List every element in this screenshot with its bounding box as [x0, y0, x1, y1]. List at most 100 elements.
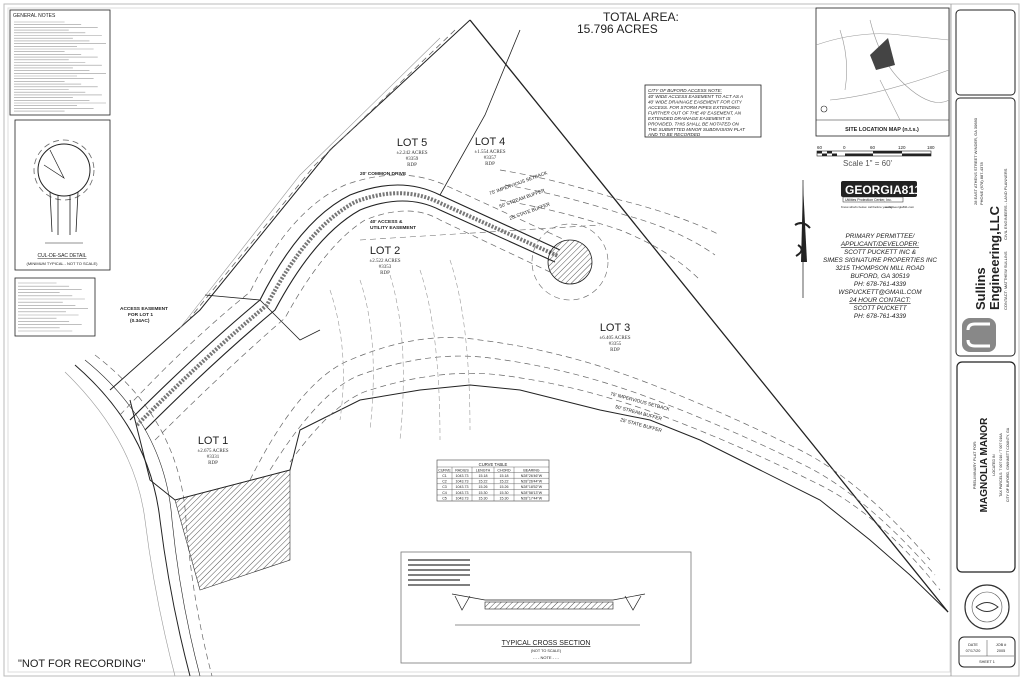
access-drive	[119, 174, 566, 441]
curve-table-cell: N28°26'46"W	[521, 474, 543, 478]
legend-box	[14, 277, 96, 337]
curve-table-cell: 15.30	[500, 496, 509, 500]
cross-section-subtitle: (NOT TO SCALE)	[531, 649, 562, 653]
typical-cross-section: TYPICAL CROSS SECTION (NOT TO SCALE) - -…	[400, 551, 692, 664]
project-location: LOCATED IN	[992, 454, 996, 476]
curve-table-cell: 15.22	[479, 480, 488, 484]
lot-code: RDP	[610, 348, 620, 353]
curve-table-cell: 1043.73	[456, 480, 469, 484]
lot-acres: ±2.242 ACRES	[396, 151, 427, 156]
access-note-line: AND TO BE RECORDED	[647, 132, 701, 137]
job-value: 2005	[997, 649, 1005, 653]
contact-phone: PH: 678-761-4339	[854, 313, 907, 320]
access-note-line: THE SUBMITTED MINOR SUBDIVISION PLAT	[648, 127, 746, 132]
access-note-line: PROVIDED. THIS SHALL BE NOTATED ON	[648, 122, 740, 127]
curve-table-cell: 15.22	[500, 480, 509, 484]
engineer-seal	[964, 584, 1010, 630]
curve-table-cell: 15.30	[500, 491, 509, 495]
curve-table-cell: C2	[442, 480, 447, 484]
project-city: CITY OF BUFORD, GWINNETT COUNTY, GA	[1006, 427, 1010, 502]
lot-name: LOT 4	[475, 136, 505, 148]
firm-contact: CONTACT: MATTHEW SULLINS	[1003, 251, 1008, 310]
curve-table-cell: 15.26	[500, 485, 509, 489]
firm-name: Engineering,LLC	[987, 205, 1002, 310]
georgia811-tagline: Utilities Protection Center, Inc.	[845, 198, 892, 202]
cul-de-sac-subtitle: (MINIMUM TYPICAL - NOT TO SCALE)	[27, 261, 99, 266]
cross-section-title: TYPICAL CROSS SECTION	[502, 640, 591, 647]
access-easement-label: UTILITY EASEMENT	[370, 225, 416, 231]
sheet-border	[3, 3, 1020, 677]
firm-role: CIVIL ENGINEERS - LAND PLANNERS	[1003, 168, 1008, 240]
contact-name: SCOTT PUCKETT	[853, 305, 907, 312]
lot-name: LOT 2	[370, 245, 400, 257]
lot1-easement-label: ACCESS EASEMENT	[120, 306, 168, 312]
plat-for-label: PRELIMINARY PLAT FOR:	[972, 441, 977, 489]
curve-table-header: BEARING	[523, 469, 539, 473]
curve-table-cell: 15.18	[479, 474, 488, 478]
lot1-easement-label: FOR LOT 1	[128, 312, 153, 318]
access-note-line: EXTENDED DRAINAGE EASEMENT IS	[648, 116, 731, 121]
total-area-value: 15.796 ACRES	[577, 22, 658, 36]
curve-table-cell: N28°26'44"W	[521, 480, 543, 484]
drawing-frame	[7, 7, 951, 673]
curve-table-cell: N28°17'44"W	[521, 496, 543, 500]
curve-table-cell: C1	[442, 474, 447, 478]
curve-table-cell: 1043.73	[456, 485, 469, 489]
georgia811-logo: GEORGIA811 Utilities Protection Center, …	[841, 181, 921, 209]
title-block: Sullins Engineering,LLC 28 EAST ATHENS S…	[950, 4, 1016, 676]
sullins-logo-icon	[962, 318, 996, 352]
curve-table-cell: C4	[442, 491, 447, 495]
lot-4-label: LOT 4 ±1.554 ACRES #3357 RDP	[474, 136, 505, 167]
curve-table-header: CURVE	[438, 469, 451, 473]
scale-tick-label: 60	[870, 145, 876, 150]
lot-acres: ±6.405 ACRES	[599, 336, 630, 341]
date-value: 07/17/20	[966, 649, 981, 653]
lot-code: RDP	[380, 271, 390, 276]
lot-5-label: LOT 5 ±2.242 ACRES #3359 RDP	[396, 137, 427, 168]
curve-table-header: RADIUS	[455, 469, 469, 473]
lot-code: RDP	[208, 461, 218, 466]
curve-table-cell: C3	[442, 485, 447, 489]
curve-table-cell: 1043.73	[456, 491, 469, 495]
curve-table-cell: 1043.73	[456, 496, 469, 500]
scale-label: Scale 1" = 60'	[843, 159, 893, 168]
site-parcel	[870, 38, 895, 70]
stream-buffers	[249, 169, 941, 591]
scale-tick-label: 60	[817, 145, 823, 150]
lot-acres: ±2.675 ACRES	[197, 449, 228, 454]
lot-2-label: LOT 2 ±2.522 ACRES #3353 RDP	[369, 245, 400, 276]
curve-table-cell: C5	[442, 496, 447, 500]
date-label: DATE	[968, 643, 978, 647]
permittee-line: WSPUCKETT@GMAIL.COM	[838, 289, 922, 296]
curve-table-cell: 15.26	[479, 485, 488, 489]
curve-table-cell: N28°18'52"W	[521, 485, 543, 489]
access-note-line: 40' WIDE DRAINAGE EASEMENT FOR CITY	[648, 100, 743, 105]
access-easement-label: 40' ACCESS &	[370, 219, 403, 225]
curve-table-cell: 1043.73	[456, 474, 469, 478]
lot-name: LOT 1	[198, 435, 228, 447]
site-location-map: SITE LOCATION MAP (n.t.s.)	[815, 7, 950, 137]
scale-bar: 60 0 60 120 180 Scale 1" = 60'	[816, 145, 935, 168]
firm-name: Sullins	[973, 267, 988, 310]
firm-address: 28 EAST ATHENS STREET WINDER, GA 30680	[973, 117, 978, 205]
curve-table-cell: 15.18	[500, 474, 509, 478]
general-notes: GENERAL NOTES	[9, 9, 111, 116]
curve-table-cell: 15.30	[479, 496, 488, 500]
north-arrow-icon	[794, 180, 811, 298]
lot-number: #3331	[207, 455, 220, 460]
curve-table-cell: 15.30	[479, 491, 488, 495]
permittee-line: 3215 THOMPSON MILL ROAD	[835, 265, 924, 272]
permittee-block: PRIMARY PERMITTEE/ APPLICANT/DEVELOPER: …	[823, 233, 937, 320]
lot-code: RDP	[407, 163, 417, 168]
project-parcels: TAX PARCELS: 7 007 016 / 7 007 016A	[999, 433, 1003, 497]
access-note-line: ACCESS. FOR STORM PIPES EXTENDING	[647, 105, 740, 110]
contact-heading: 24 HOUR CONTACT:	[848, 297, 910, 304]
lot-number: #3359	[406, 157, 419, 162]
permittee-heading: PRIMARY PERMITTEE/	[846, 233, 916, 240]
georgia811-subtext: Know what's below. call before you dig.	[841, 205, 893, 209]
access-note-title: CITY OF BUFORD ACCESS NOTE:	[648, 88, 723, 93]
permittee-heading: APPLICANT/DEVELOPER:	[840, 241, 919, 248]
access-note-line: FURTHER OUT OF THE 40' EASEMENT, AN	[648, 111, 742, 116]
access-note-line: 40' WIDE ACCESS EASEMENT TO ACT AS A	[648, 94, 743, 99]
